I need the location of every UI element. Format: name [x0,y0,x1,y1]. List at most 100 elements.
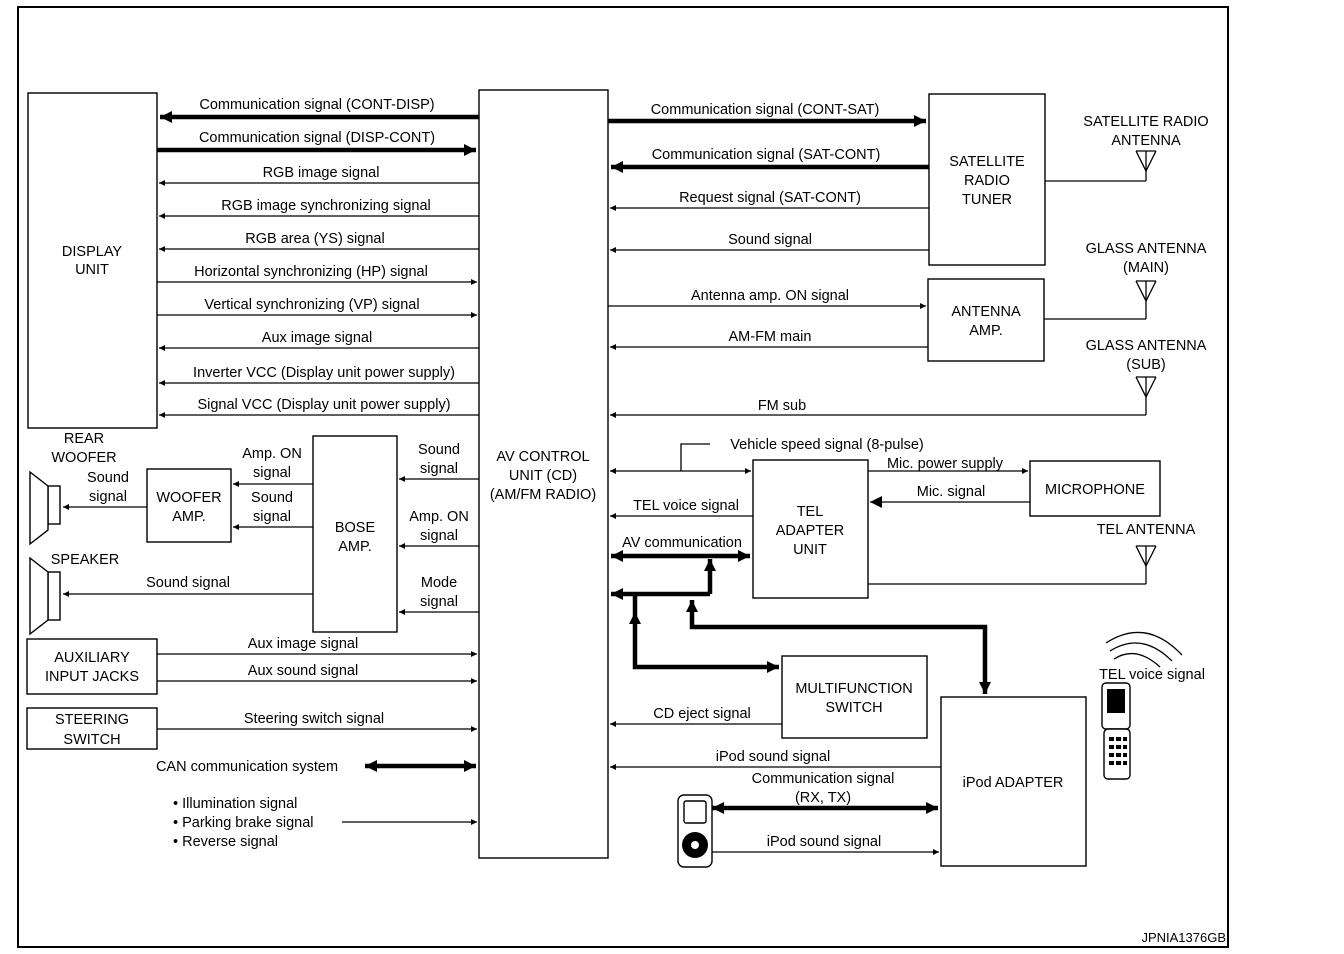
rear-woofer-sound-label-2: signal [89,489,127,505]
antenna-icon [1135,280,1157,319]
bose-amp-label-1: BOSE [335,520,376,536]
vp-signal-label: Vertical synchronizing (VP) signal [204,297,419,313]
inverter-vcc-label: Inverter VCC (Display unit power supply) [193,365,455,381]
woofer-amp-label-2: AMP. [172,509,206,525]
glass-main-label-1: GLASS ANTENNA [1086,241,1207,257]
tel-adapter-label-2: ADAPTER [776,523,845,539]
ipod-adapter-box [940,696,1087,867]
glass-main-label-2: (MAIN) [1123,260,1169,276]
aux-jacks-label-1: AUXILIARY [54,650,130,666]
satellite-tuner-label-1: SATELLITE [949,154,1025,170]
cont-sat-label: Communication signal (CONT-SAT) [651,102,880,118]
auxiliary-input-jacks-box [26,638,158,695]
multifunction-label-1: MULTIFUNCTION [795,681,912,697]
speaker-icon [29,470,61,546]
satellite-radio-tuner-box [928,93,1046,266]
bose-amp-on-label-1: Amp. ON [409,509,469,525]
ipod-comm-label-1: Communication signal [752,771,895,787]
antenna-icon [1135,150,1157,181]
antenna-icon [1135,376,1157,415]
antenna-amp-box [927,278,1045,362]
cd-eject-label: CD eject signal [653,706,751,722]
rgb-area-label: RGB area (YS) signal [245,231,384,247]
display-unit-label-2: UNIT [75,262,109,278]
sat-sound-label: Sound signal [728,232,812,248]
speaker-icon [29,556,61,636]
steering-switch-box [26,707,158,750]
ipod-comm-label-2: (RX, TX) [795,790,851,806]
ipod-player-icon [677,794,713,868]
aux-jacks-label-2: INPUT JACKS [45,669,139,685]
glass-sub-label-2: (SUB) [1126,357,1165,373]
vehicle-speed-label: Vehicle speed signal (8-pulse) [730,437,923,453]
woofer-sound-label-2: signal [253,509,291,525]
sat-antenna-label-2: ANTENNA [1111,133,1181,149]
bose-amp-on-label-2: signal [420,528,458,544]
glass-sub-label-1: GLASS ANTENNA [1086,338,1207,354]
steering-label-1: STEERING [55,712,129,728]
av-control-unit-label-1: AV CONTROL [496,449,589,465]
tel-adapter-label-3: UNIT [793,542,827,558]
rear-woofer-label-1: REAR [64,431,104,447]
bose-sound-label-1: Sound [418,442,460,458]
multifunction-label-2: SWITCH [825,700,882,716]
multifunction-switch-box [781,655,928,739]
tel-antenna-label: TEL ANTENNA [1097,522,1196,538]
av-communication-label: AV communication [622,535,742,551]
antenna-amp-label-1: ANTENNA [951,304,1021,320]
mobile-phone-icon [1101,631,1183,780]
bose-sound-label-2: signal [420,461,458,477]
aux-image-label: Aux image signal [248,636,358,652]
aux-image-display-label: Aux image signal [262,330,372,346]
display-unit-box [27,92,158,429]
microphone-label: MICROPHONE [1045,482,1145,498]
rear-woofer-sound-label-1: Sound [87,470,129,486]
bose-mode-label-1: Mode [421,575,457,591]
signal-vcc-label: Signal VCC (Display unit power supply) [197,397,450,413]
speaker-sound-label: Sound signal [146,575,230,591]
bus-ipod-link [686,600,991,694]
parking-brake-signal-label: • Parking brake signal [173,815,313,831]
can-communication-label: CAN communication system [156,759,338,775]
satellite-tuner-label-3: TUNER [962,192,1012,208]
tel-voice-label: TEL voice signal [633,498,739,514]
av-control-unit-label-2: UNIT (CD) [509,468,577,484]
woofer-amp-label-1: WOOFER [156,490,221,506]
fm-sub-label: FM sub [758,398,806,414]
mic-power-label: Mic. power supply [887,456,1004,472]
bose-mode-label-2: signal [420,594,458,610]
illumination-signal-label: • Illumination signal [173,796,297,812]
rgb-sync-label: RGB image synchronizing signal [221,198,431,214]
satellite-tuner-label-2: RADIO [964,173,1010,189]
aux-sound-label: Aux sound signal [248,663,358,679]
steering-label-2: SWITCH [63,732,120,748]
antenna-amp-label-2: AMP. [969,323,1003,339]
sat-cont-label: Communication signal (SAT-CONT) [652,147,881,163]
antenna-icon [1135,545,1157,584]
av-control-unit-label-3: (AM/FM RADIO) [490,487,596,503]
woofer-amp-on-label-2: signal [253,465,291,481]
bose-amp-box [312,435,398,633]
hp-signal-label: Horizontal synchronizing (HP) signal [194,264,428,280]
av-control-unit-box [478,89,609,859]
tel-adapter-unit-box [752,459,869,599]
tel-adapter-label-1: TEL [797,504,824,520]
antenna-amp-on-label: Antenna amp. ON signal [691,288,849,304]
display-unit-label-1: DISPLAY [62,244,123,260]
reverse-signal-label: • Reverse signal [173,834,278,850]
microphone-box [1029,460,1161,517]
mic-signal-label: Mic. signal [917,484,986,500]
cont-disp-label: Communication signal (CONT-DISP) [199,97,434,113]
speaker-label: SPEAKER [51,552,120,568]
ipod-sound-av-label: iPod sound signal [716,749,830,765]
rear-woofer-label-2: WOOFER [51,450,116,466]
vehicle-speed-branch [680,443,710,471]
tel-voice-wireless-label: TEL voice signal [1099,667,1205,683]
figure-code: JPNIA1376GB [1141,930,1226,945]
request-signal-label: Request signal (SAT-CONT) [679,190,861,206]
rgb-image-label: RGB image signal [263,165,380,181]
woofer-sound-label-1: Sound [251,490,293,506]
ipod-sound-player-label: iPod sound signal [767,834,881,850]
figure-frame [17,6,1229,948]
